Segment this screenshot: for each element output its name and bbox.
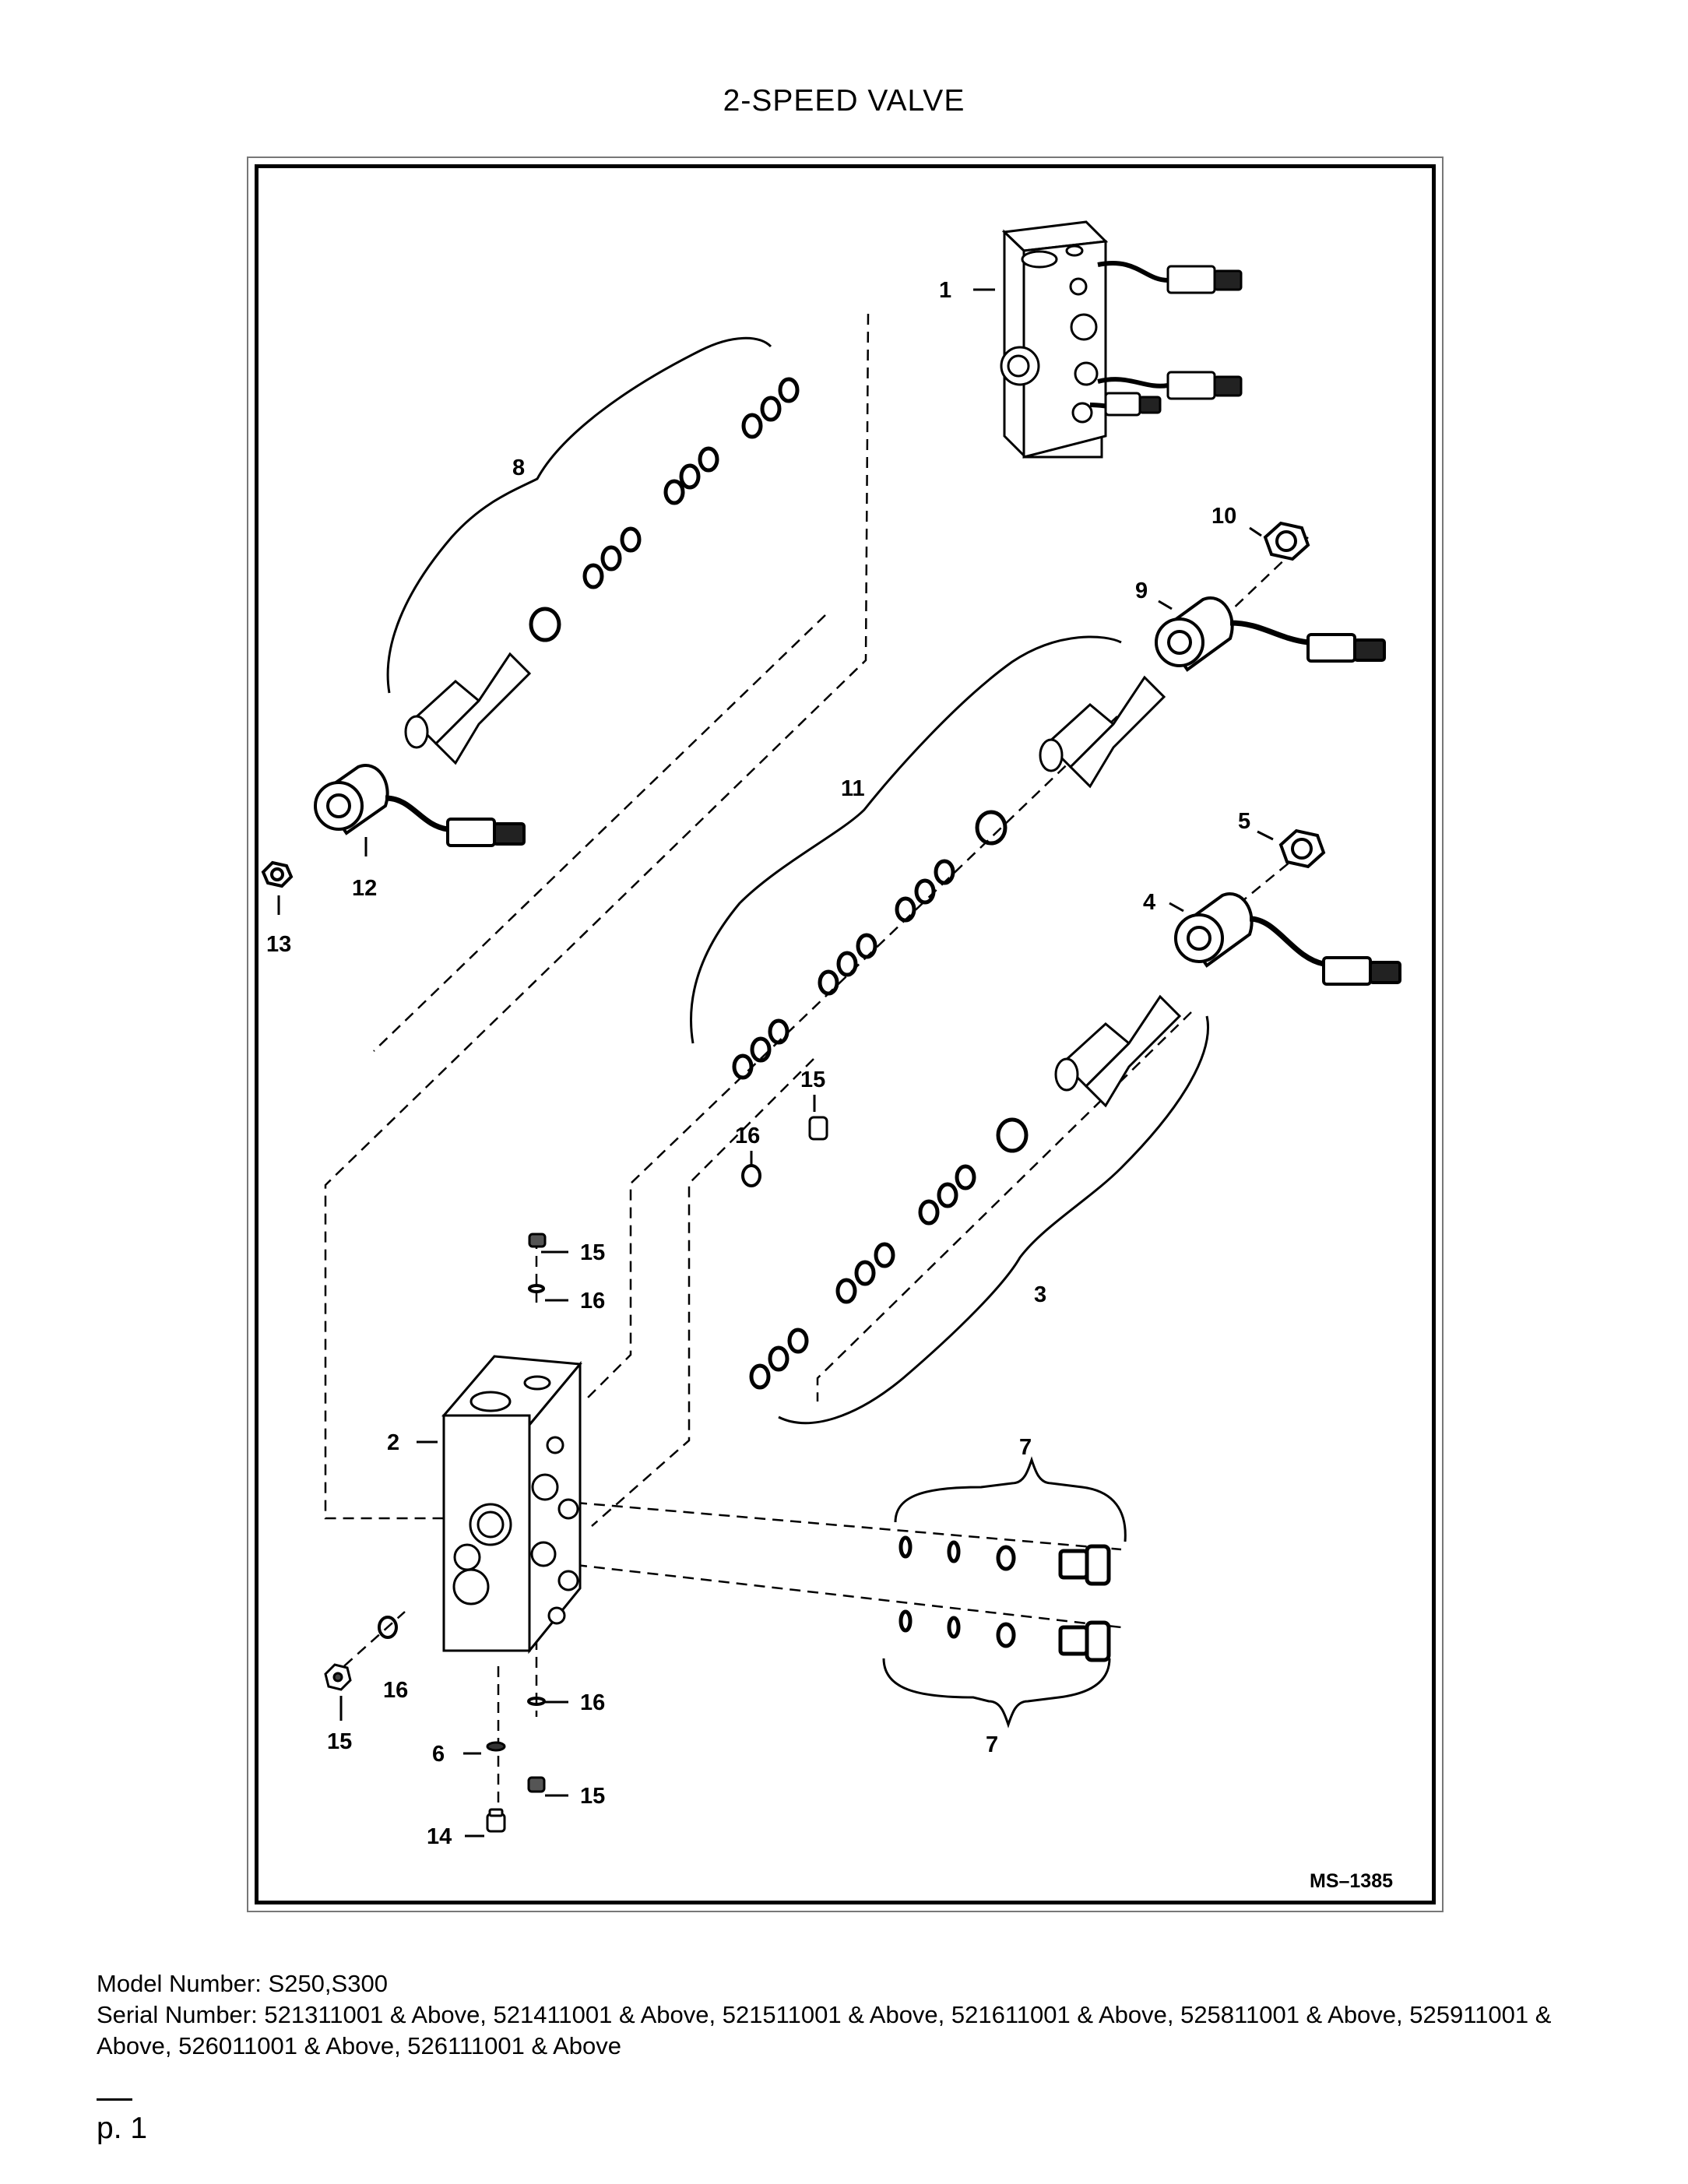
seal-item-16-left: [378, 1616, 398, 1639]
callout-2: 2: [387, 1430, 399, 1455]
valve-body-item-2: [441, 1355, 582, 1655]
callout-5: 5: [1238, 809, 1250, 834]
page-rule: [97, 2098, 132, 2101]
plug-item-15-left: [324, 1663, 352, 1691]
plug-kit-item-7-upper: [899, 1535, 1111, 1586]
o-ring-set-11: [732, 810, 1008, 1080]
cartridge-item-4-stem: [1054, 994, 1182, 1108]
page-title: 2-SPEED VALVE: [723, 84, 965, 118]
callout-15-top: 15: [580, 1240, 605, 1265]
nut-item-13: [261, 860, 294, 888]
nut-item-10: [1263, 521, 1310, 561]
callout-16-top: 16: [580, 1289, 605, 1314]
coil-item-4: [1174, 892, 1401, 986]
callout-labels: 1 2 3 4 5 6 7 7 8 9 10 11 12 13 14 15 15…: [266, 278, 1393, 1892]
cartridge-item-12-stem: [404, 652, 532, 765]
brace-kit-7-bottom: [882, 1658, 1111, 1729]
callout-10: 10: [1211, 504, 1236, 529]
callout-3: 3: [1034, 1282, 1046, 1307]
diagram-frame-outer: [247, 157, 1444, 1912]
brace-kit-8: [386, 336, 772, 694]
valve-assembly-item-1: [1000, 220, 1243, 459]
plug-item-15-mid: [808, 1116, 828, 1141]
plug-item-15-top: [528, 1233, 547, 1248]
seal-item-16-mid: [741, 1164, 761, 1187]
model-number: Model Number: S250,S300: [97, 1970, 388, 1997]
callout-1: 1: [939, 278, 951, 303]
coil-item-9: [1155, 596, 1386, 672]
callout-15-mid: 15: [800, 1067, 825, 1092]
callout-7-lower: 7: [986, 1732, 998, 1757]
callout-13: 13: [266, 932, 291, 957]
callout-16-lower: 16: [580, 1690, 605, 1715]
callout-9: 9: [1135, 579, 1148, 603]
brace-kit-11: [690, 635, 1122, 1044]
brace-kit-3: [778, 1015, 1209, 1425]
plug-item-15-lower: [527, 1776, 546, 1793]
seal-item-16-lower: [527, 1697, 546, 1706]
kit-braces: [386, 336, 1209, 1729]
leader-lines: [277, 288, 1274, 1838]
figure-code: MS–1385: [1310, 1870, 1393, 1892]
brace-kit-7-top: [894, 1456, 1127, 1542]
callout-12: 12: [352, 876, 377, 901]
callout-8: 8: [512, 455, 525, 480]
serial-number: Serial Number: 521311001 & Above, 521411…: [97, 2001, 1552, 2059]
coil-item-12: [314, 764, 526, 847]
callout-15-left: 15: [327, 1729, 352, 1754]
callout-16-left: 16: [383, 1678, 408, 1703]
plug-kit-item-7-lower: [899, 1609, 1111, 1662]
nut-item-5: [1278, 828, 1326, 869]
callout-15-lower: 15: [580, 1784, 605, 1809]
o-ring-set-3: [749, 1117, 1029, 1390]
callout-16-mid: 16: [735, 1124, 760, 1148]
seal-item-6: [486, 1741, 506, 1752]
plug-item-14: [486, 1808, 506, 1833]
callout-6: 6: [432, 1742, 445, 1767]
callout-7-upper: 7: [1019, 1435, 1032, 1460]
callout-4: 4: [1143, 890, 1155, 915]
o-ring-set-8: [529, 377, 800, 642]
cartridge-item-9-stem: [1039, 675, 1166, 789]
page-number: p. 1: [97, 2112, 148, 2145]
callout-14: 14: [427, 1824, 452, 1849]
seal-item-16-top: [528, 1284, 545, 1293]
callout-11: 11: [841, 776, 865, 801]
diagram-frame: [255, 164, 1436, 1904]
